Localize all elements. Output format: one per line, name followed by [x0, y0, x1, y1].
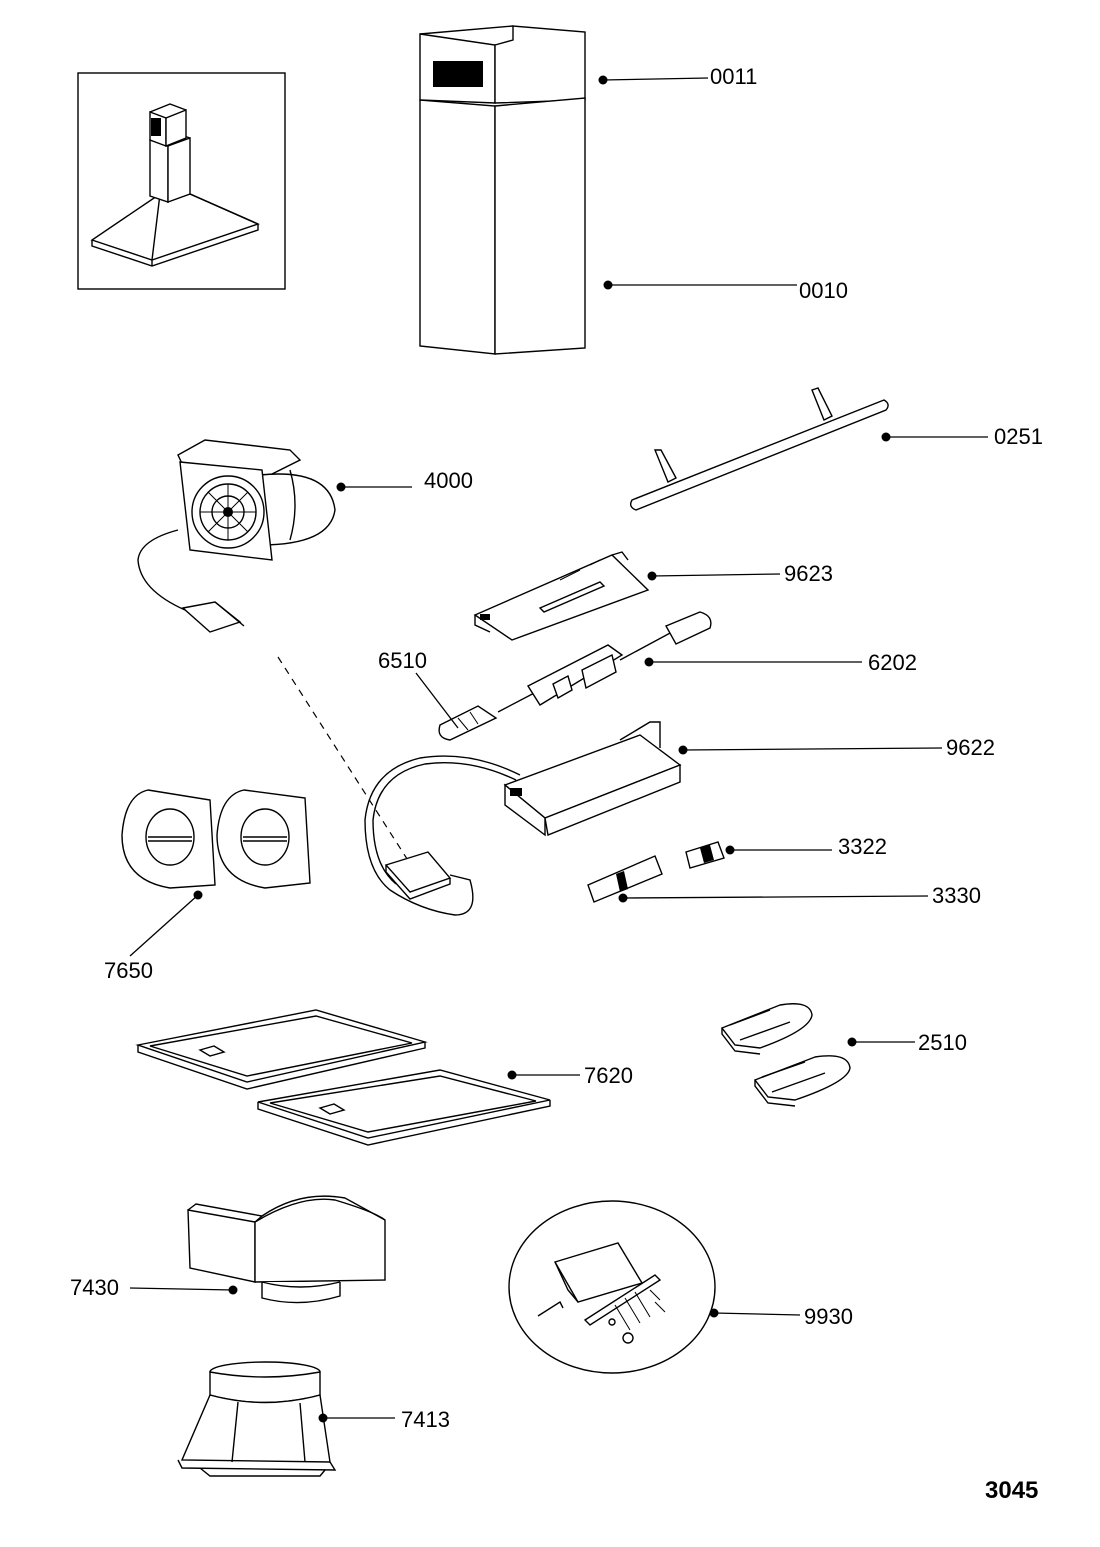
label-9623: 9623 [784, 561, 833, 586]
label-7413: 7413 [401, 1407, 450, 1432]
label-7620: 7620 [584, 1063, 633, 1088]
chimney [419, 25, 586, 355]
label-0010: 0010 [799, 278, 848, 303]
label-0251: 0251 [994, 424, 1043, 449]
charcoal-filters [121, 789, 311, 889]
label-0011: 0011 [710, 64, 757, 89]
label-2510: 2510 [918, 1030, 967, 1055]
control-housing [364, 721, 682, 916]
label-7650: 7650 [104, 958, 153, 983]
transition-duct [187, 1195, 386, 1304]
label-4000: 4000 [424, 468, 473, 493]
control-housing-cover [473, 551, 650, 641]
label-6510: 6510 [378, 648, 427, 673]
label-6202: 6202 [868, 650, 917, 675]
hardware-kit [508, 1200, 716, 1374]
label-7430: 7430 [70, 1275, 119, 1300]
duct-adapter [177, 1361, 337, 1477]
label-9622: 9622 [946, 735, 995, 760]
leader-lines [129, 75, 988, 1423]
label-9930: 9930 [804, 1304, 853, 1329]
page-number: 3045 [985, 1477, 1038, 1504]
wire-connector-dashed-guide [277, 656, 426, 888]
switch-board-assembly [438, 611, 712, 741]
knobs [587, 841, 725, 903]
overview-inset [77, 72, 286, 290]
blower-motor [137, 439, 336, 633]
label-3322: 3322 [838, 834, 887, 859]
lamp-covers [720, 1003, 851, 1107]
grease-filters [135, 1009, 551, 1146]
part-labels: 0011 0010 0251 4000 9623 6510 6202 9622 … [70, 64, 1043, 1432]
handle-bar [629, 387, 889, 511]
label-3330: 3330 [932, 883, 981, 908]
